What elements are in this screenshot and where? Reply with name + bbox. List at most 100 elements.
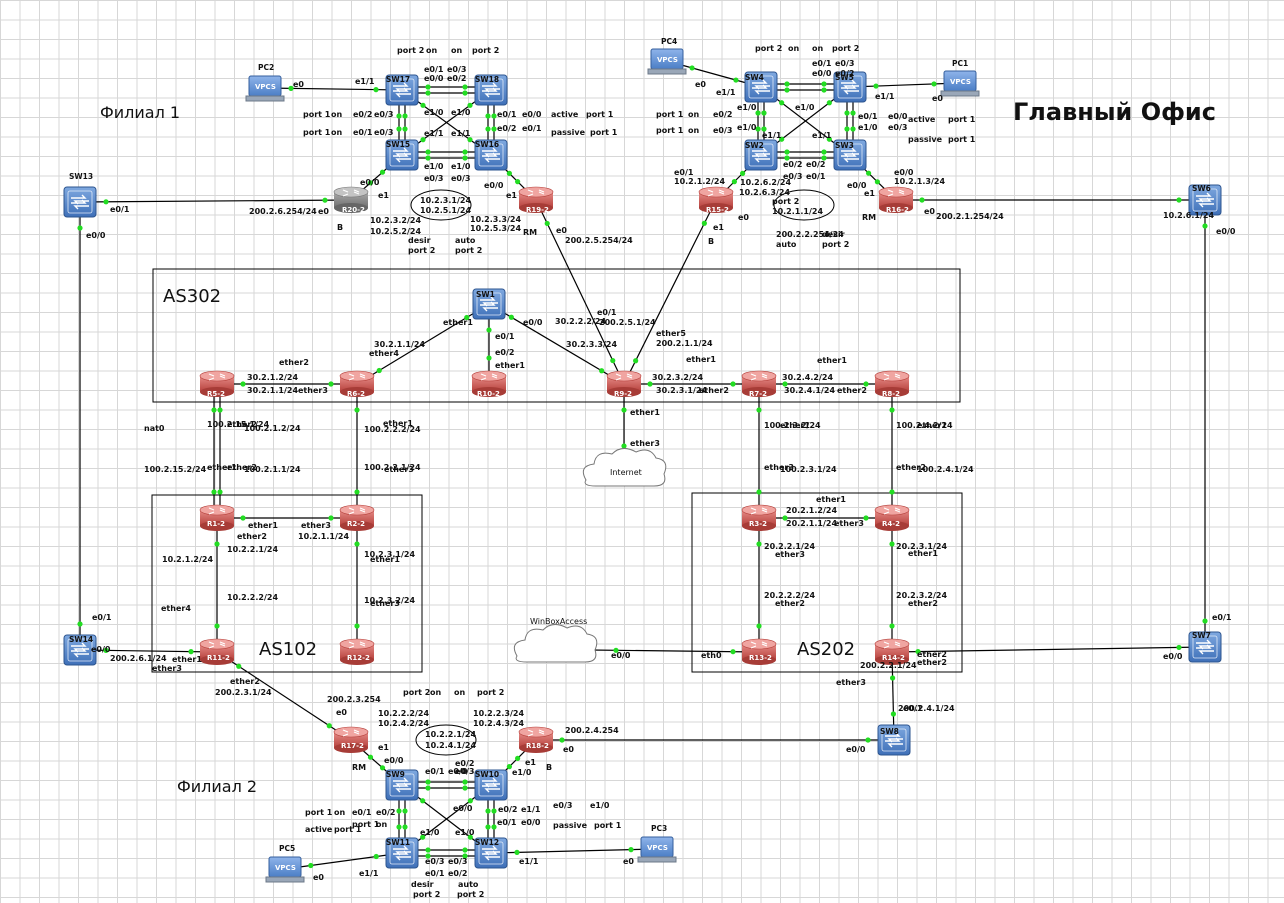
r7-name: R7-2	[749, 390, 767, 398]
interface-label: 200.2.5.1/24	[599, 318, 656, 327]
sw16-node[interactable]	[474, 139, 508, 171]
interface-label: on	[788, 44, 799, 53]
interface-label: e0/2	[713, 110, 732, 119]
r19-node[interactable]	[518, 186, 554, 213]
pc3-node[interactable]: VPCS	[637, 836, 677, 863]
port-dot	[701, 220, 707, 226]
sw11-node[interactable]	[385, 837, 419, 869]
port-dot	[784, 81, 790, 87]
pc2-node[interactable]: VPCS	[245, 75, 285, 102]
sw5-node[interactable]	[833, 71, 867, 103]
port-dot	[425, 84, 431, 90]
sw10-node[interactable]	[474, 769, 508, 801]
sw9-node[interactable]	[385, 769, 419, 801]
interface-label: port 1	[303, 110, 331, 119]
r8-node[interactable]	[874, 370, 910, 397]
interface-label: 200.2.4.1/24	[898, 704, 955, 713]
interface-label: ether1	[686, 355, 716, 364]
r17-node[interactable]	[333, 726, 369, 753]
interface-label: e0/1	[352, 808, 372, 817]
port-dot	[462, 90, 468, 96]
r3-node[interactable]	[741, 504, 777, 531]
port-dot	[633, 358, 639, 364]
r20-node[interactable]	[333, 186, 369, 213]
interface-label: e1/1	[519, 857, 539, 866]
interface-label: 200.2.6.254/24	[249, 207, 317, 216]
interface-label: RM	[523, 228, 537, 237]
interface-label: 10.2.2.2/24	[227, 593, 278, 602]
r10-node[interactable]	[471, 370, 507, 397]
interface-label: e0	[623, 857, 634, 866]
sw13-node[interactable]	[63, 186, 97, 218]
sw18-node[interactable]	[474, 74, 508, 106]
interface-label: e0/3	[835, 59, 854, 68]
port-dot	[462, 779, 468, 785]
r15-node[interactable]	[698, 186, 734, 213]
interface-label: e1/0	[424, 162, 444, 171]
sw14-node[interactable]	[63, 634, 97, 666]
port-dot	[379, 169, 386, 175]
interface-label: 20.2.1.2/24	[786, 506, 837, 515]
r5-node[interactable]	[199, 370, 235, 397]
r9-node[interactable]	[606, 370, 642, 397]
r12-node[interactable]	[339, 638, 375, 665]
r4-node[interactable]	[874, 504, 910, 531]
interface-label: active	[305, 825, 333, 834]
interface-label: on	[430, 688, 441, 697]
interface-label: auto	[458, 880, 479, 889]
r18-node[interactable]	[518, 726, 554, 753]
sw17-node[interactable]	[385, 74, 419, 106]
interface-label: 10.2.5.2/24	[370, 227, 421, 236]
interface-label: ether2	[227, 463, 257, 472]
r1-node[interactable]	[199, 504, 235, 531]
sw15-node[interactable]	[385, 139, 419, 171]
port-dot	[467, 798, 473, 804]
pc4-node[interactable]: VPCS	[647, 48, 687, 75]
port-dot	[402, 113, 408, 119]
r7-node[interactable]	[741, 370, 777, 397]
vpcs-label: VPCS	[275, 864, 296, 872]
link-r14-sw7	[891, 646, 1206, 653]
port-dot	[826, 100, 832, 106]
interface-label: ether2	[775, 599, 805, 608]
r13-node[interactable]	[741, 638, 777, 665]
sw1-node[interactable]	[472, 288, 506, 320]
port-dot	[402, 126, 408, 132]
port-dot	[844, 126, 850, 132]
port-dot	[1176, 197, 1182, 203]
interface-label: e0/1	[110, 205, 130, 214]
interface-label: 10.2.1.3/24	[894, 177, 945, 186]
interface-label: port 1	[586, 110, 614, 119]
interface-label: port 2	[403, 688, 430, 697]
r11-node[interactable]	[199, 638, 235, 665]
port-dot	[784, 149, 790, 155]
r2-node[interactable]	[339, 504, 375, 531]
port-dot	[354, 407, 360, 413]
interface-label: 10.2.2.2/24	[378, 709, 429, 718]
sw16-name: SW16	[475, 140, 499, 149]
sw3-node[interactable]	[833, 139, 867, 171]
sw7-node[interactable]	[1188, 631, 1222, 663]
pc5-node[interactable]: VPCS	[265, 856, 305, 883]
port-dot	[379, 765, 386, 771]
sw12-node[interactable]	[474, 837, 508, 869]
interface-label: eth0	[701, 651, 722, 660]
sw2-node[interactable]	[744, 139, 778, 171]
pc1-node[interactable]: VPCS	[940, 70, 980, 97]
r6-node[interactable]	[339, 370, 375, 397]
group-ellipse-branch1	[410, 189, 472, 221]
r14-node[interactable]	[874, 638, 910, 665]
sw4-node[interactable]	[744, 71, 778, 103]
interface-label: port 2	[408, 246, 435, 255]
port-dot	[485, 824, 491, 830]
sw8-node[interactable]	[877, 724, 911, 756]
port-dot	[889, 623, 895, 629]
sw6-node[interactable]	[1188, 184, 1222, 216]
interface-label: e1	[525, 758, 536, 767]
interface-label: ether3	[152, 664, 182, 673]
interface-label: e1/0	[795, 103, 815, 112]
interface-label: e0/0	[91, 645, 111, 654]
interface-label: 20.2.3.1/24	[896, 542, 947, 551]
interface-label: ether2	[699, 386, 729, 395]
r16-node[interactable]	[878, 186, 914, 213]
